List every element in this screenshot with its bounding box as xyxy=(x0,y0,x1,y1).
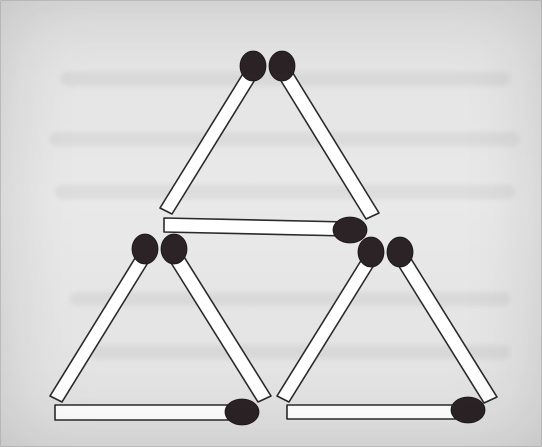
match-head xyxy=(131,233,159,265)
match-stick xyxy=(286,404,463,420)
match-stick xyxy=(54,404,237,421)
matchstick xyxy=(49,233,159,403)
bleed-through-line xyxy=(50,132,520,146)
matchstick xyxy=(268,50,380,220)
left-triangle xyxy=(49,233,272,426)
matchstick xyxy=(159,50,267,215)
match-stick xyxy=(159,71,257,215)
top-triangle xyxy=(159,50,380,244)
right-triangle xyxy=(276,236,498,424)
match-stick xyxy=(167,251,272,403)
match-stick xyxy=(394,253,498,404)
matchstick xyxy=(160,233,272,403)
match-head xyxy=(386,236,414,268)
match-head xyxy=(268,50,296,82)
matchstick xyxy=(163,216,368,244)
match-head xyxy=(160,233,188,265)
match-head xyxy=(332,216,368,244)
match-stick xyxy=(163,217,349,237)
bleed-through-line xyxy=(90,345,510,359)
matchstick xyxy=(276,236,385,403)
match-stick xyxy=(276,258,375,403)
matchstick xyxy=(386,236,498,404)
bleed-through-line xyxy=(70,292,510,306)
match-head xyxy=(239,50,267,82)
match-head xyxy=(224,398,260,426)
match-stick xyxy=(49,254,150,403)
matchstick xyxy=(54,398,260,426)
matchstick xyxy=(286,396,486,424)
match-head xyxy=(450,396,486,424)
match-head xyxy=(357,236,385,268)
match-stick xyxy=(277,69,380,220)
